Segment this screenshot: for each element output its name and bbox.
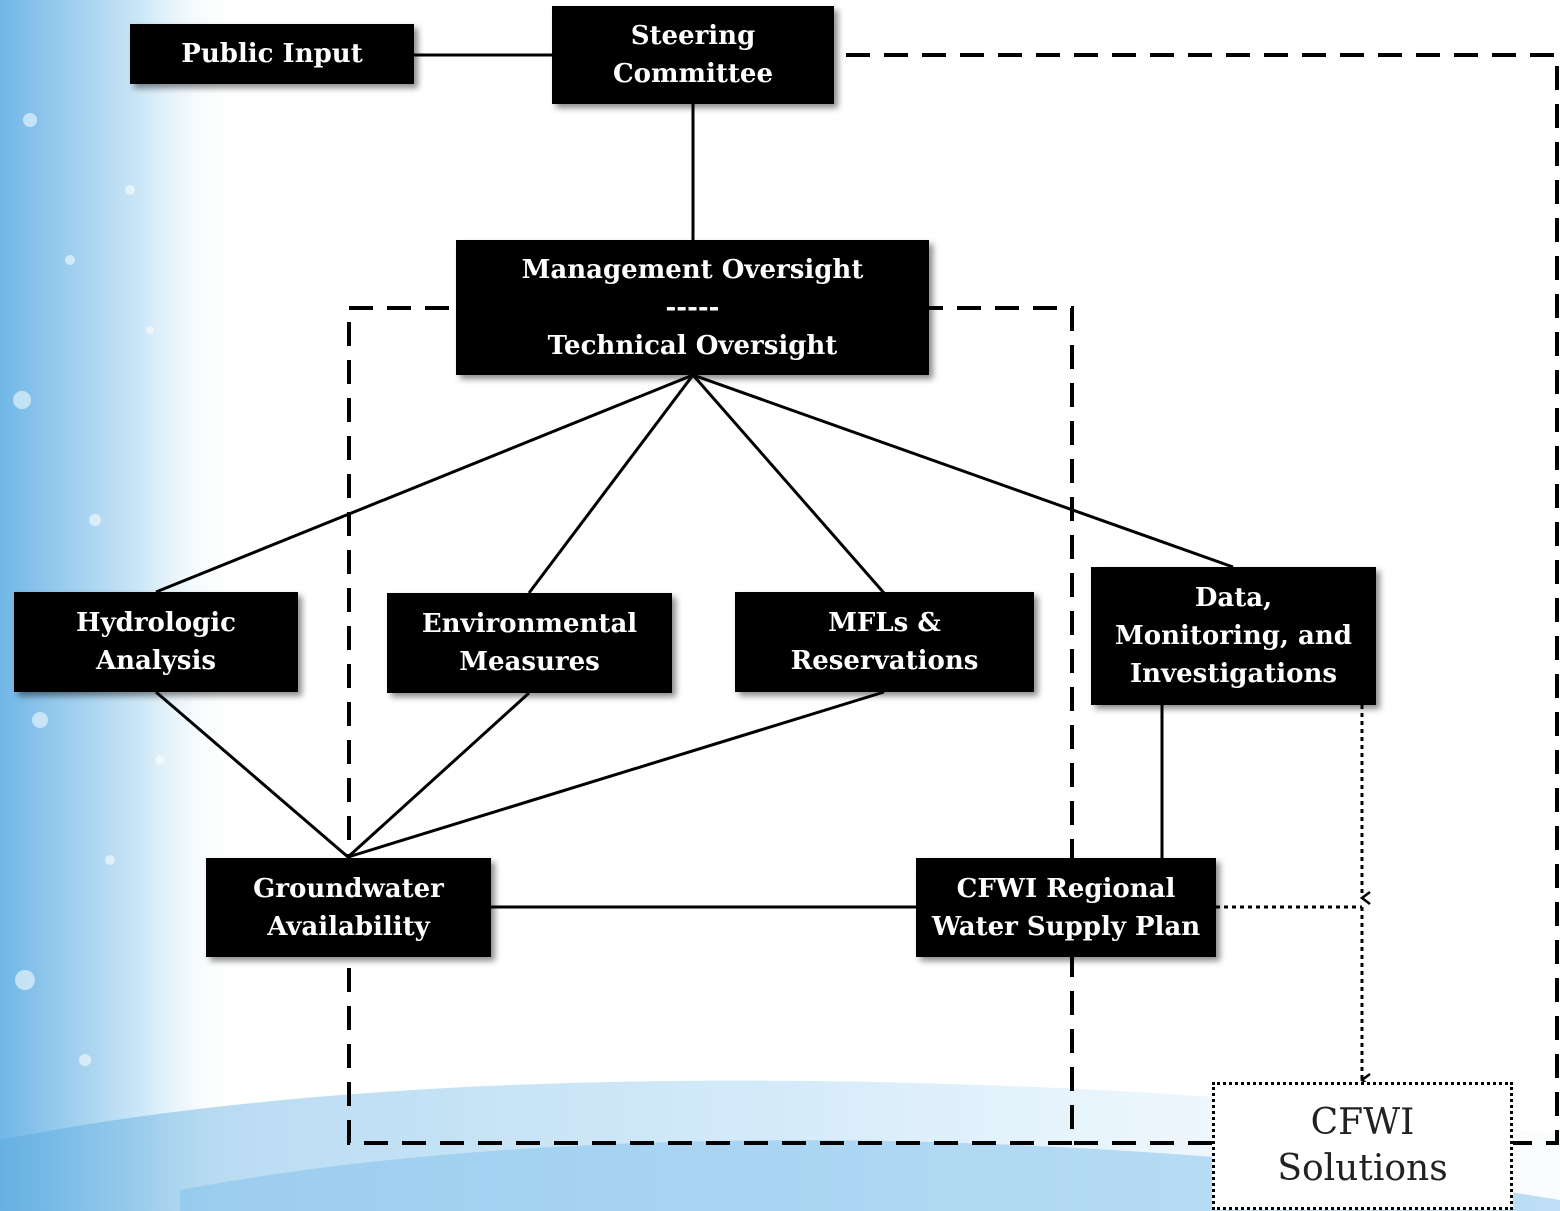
cfwi-solutions-line-2: Solutions bbox=[1277, 1148, 1448, 1189]
cfwi-solutions-line-1: CFWI bbox=[1310, 1102, 1415, 1143]
steering-committee-line-1: Steering bbox=[630, 21, 756, 51]
hydrologic-analysis-box: Hydrologic Analysis bbox=[14, 592, 298, 692]
public-input-box: Public Input bbox=[130, 24, 414, 84]
hydrologic-analysis-line-1: Hydrologic bbox=[76, 608, 236, 638]
oversight-box: Management Oversight ----- Technical Ove… bbox=[456, 240, 929, 375]
environmental-measures-line-1: Environmental bbox=[421, 609, 638, 639]
cfwi-plan-line-2: Water Supply Plan bbox=[931, 911, 1201, 942]
data-monitoring-box: Data, Monitoring, and Investigations bbox=[1091, 567, 1376, 705]
public-input-label: Public Input bbox=[181, 39, 363, 69]
data-monitoring-line-1: Data, bbox=[1194, 583, 1273, 613]
technical-oversight-label: Technical Oversight bbox=[547, 330, 838, 361]
mfls-reservations-box: MFLs & Reservations bbox=[735, 592, 1034, 692]
cfwi-solutions-box: CFWI Solutions bbox=[1212, 1082, 1513, 1210]
environmental-measures-line-2: Measures bbox=[459, 647, 600, 677]
groundwater-availability-box: Groundwater Availability bbox=[206, 858, 491, 957]
environmental-measures-box: Environmental Measures bbox=[387, 593, 672, 693]
cfwi-plan-box: CFWI Regional Water Supply Plan bbox=[916, 858, 1216, 957]
groundwater-availability-line-1: Groundwater bbox=[253, 873, 444, 904]
cfwi-plan-line-1: CFWI Regional bbox=[956, 873, 1176, 904]
steering-committee-line-2: Committee bbox=[612, 59, 774, 89]
outer-dashed-boundary bbox=[846, 53, 1559, 1145]
hydrologic-analysis-line-2: Analysis bbox=[95, 646, 217, 676]
inner-dashed-boundary bbox=[347, 306, 1074, 1145]
oversight-divider: ----- bbox=[665, 292, 720, 323]
mfls-reservations-line-2: Reservations bbox=[790, 646, 979, 676]
data-monitoring-line-3: Investigations bbox=[1129, 659, 1338, 689]
management-oversight-label: Management Oversight bbox=[521, 254, 864, 285]
mfls-reservations-line-1: MFLs & bbox=[828, 608, 941, 638]
data-monitoring-line-2: Monitoring, and bbox=[1115, 621, 1352, 651]
steering-committee-box: Steering Committee bbox=[552, 6, 834, 104]
groundwater-availability-line-2: Availability bbox=[267, 911, 430, 942]
